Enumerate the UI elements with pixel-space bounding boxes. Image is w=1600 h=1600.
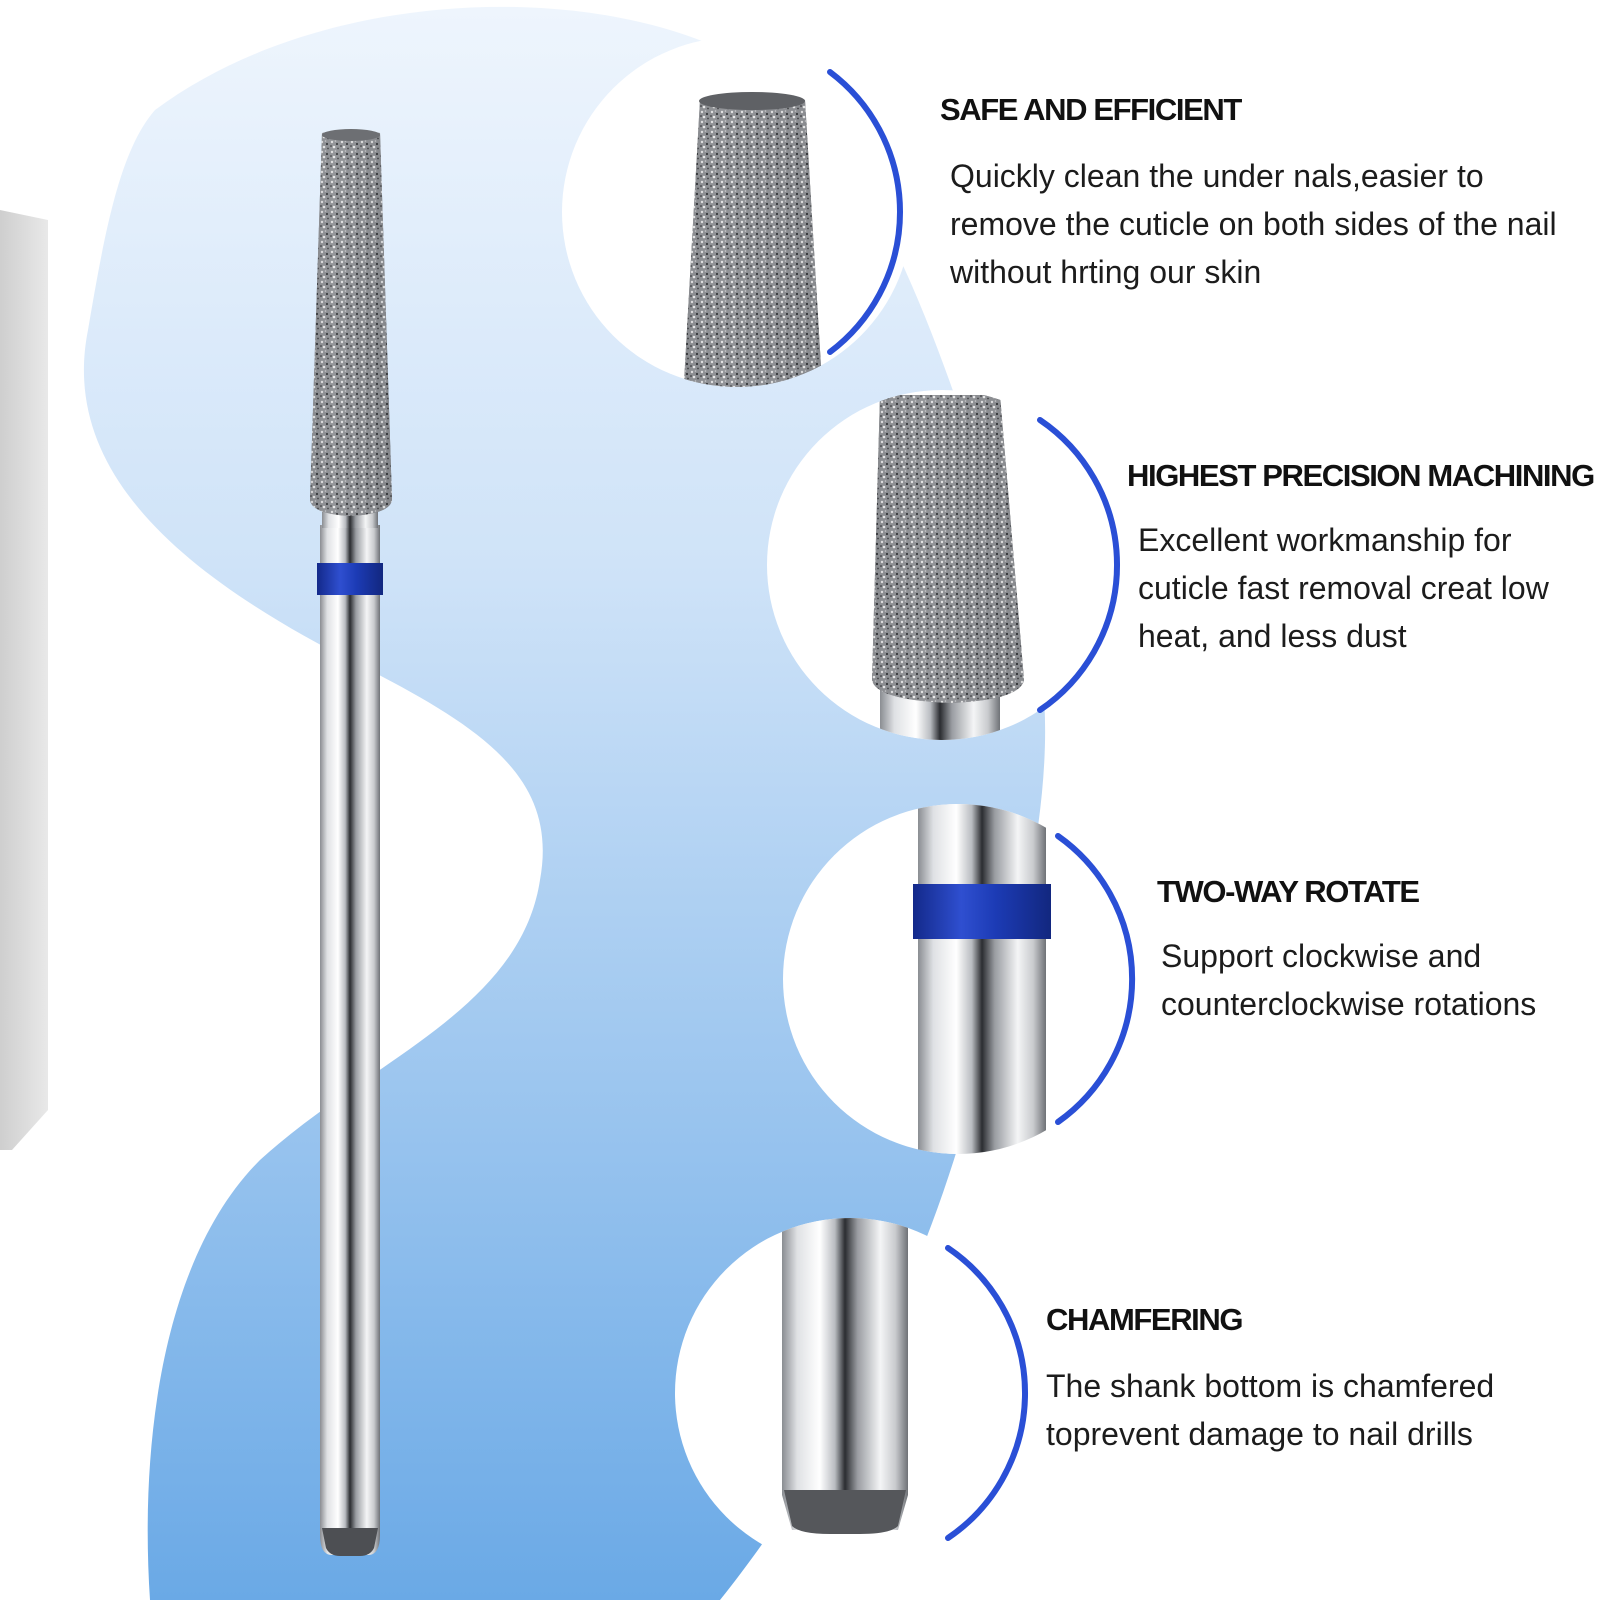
feature-description: Excellent workmanship for cuticle fast r… [1138,522,1549,654]
feature-description: Quickly clean the under nals,easier to r… [950,158,1557,290]
nail-drill-bit [310,129,392,1556]
feature-description: The shank bottom is chamfered toprevent … [1046,1368,1495,1452]
feature-chamfering: CHAMFERING The shank bottom is chamfered… [1046,1302,1566,1458]
chamfered-end-zoom [675,1218,1029,1568]
feature-safe-efficient: SAFE AND EFFICIENT Quickly clean the und… [940,92,1580,296]
feature-title: CHAMFERING [1046,1302,1244,1337]
bit-head-top-zoom [562,37,912,387]
blue-band-zoom [783,804,1136,1154]
feature-title: HIGHEST PRECISION MACHINING [1127,458,1595,493]
feature-description: Support clockwise and counterclockwise r… [1161,938,1537,1022]
feature-two-way-rotate: TWO-WAY ROTATE Support clockwise and cou… [1157,874,1577,1028]
feature-precision-machining: HIGHEST PRECISION MACHINING Excellent wo… [1127,458,1597,660]
feature-title: TWO-WAY ROTATE [1157,874,1420,909]
bit-head-base-zoom [767,390,1121,740]
feature-title: SAFE AND EFFICIENT [940,92,1242,127]
